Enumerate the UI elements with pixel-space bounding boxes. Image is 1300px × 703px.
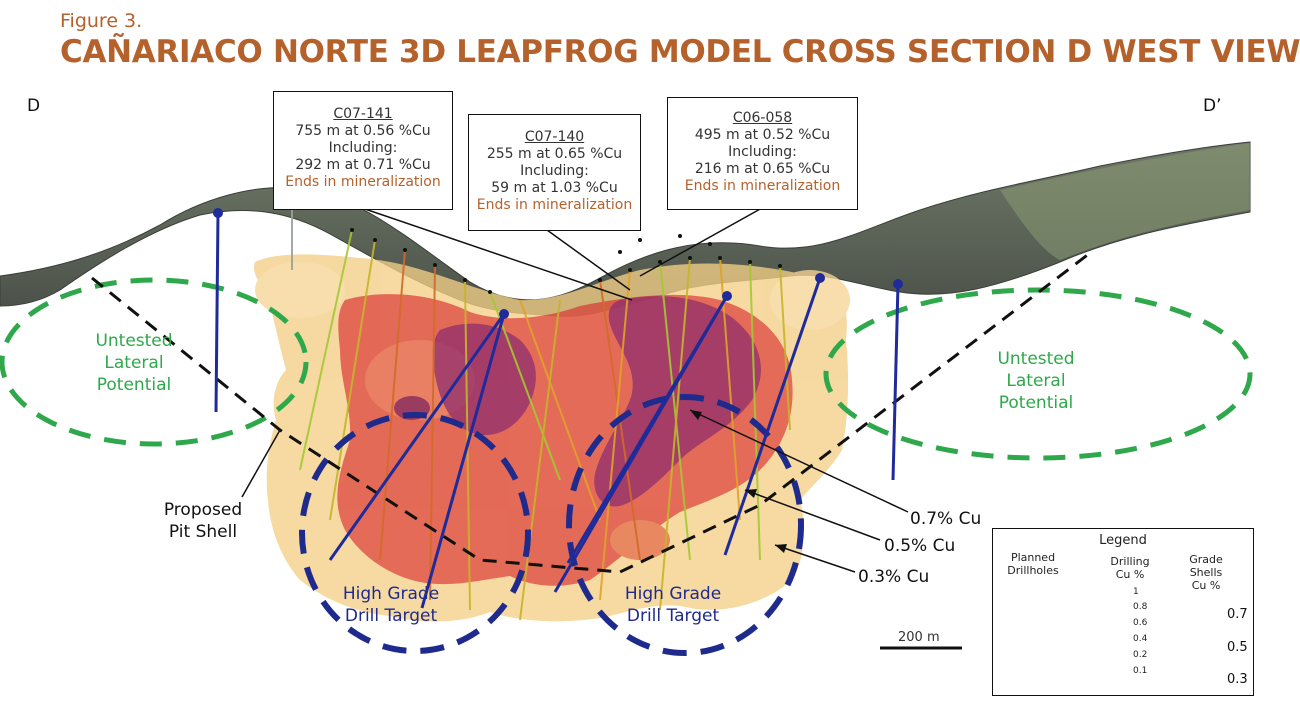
- terrain-highlight: [1000, 143, 1250, 260]
- target-right-ellipse: [566, 394, 804, 656]
- callout-line: 255 m at 0.65 %Cu: [486, 146, 623, 162]
- shell-leader-arrowheads: [690, 410, 787, 553]
- callout-line: 216 m at 0.65 %Cu: [694, 161, 831, 177]
- shell-05-lobe: [610, 520, 670, 560]
- untested-right-ellipse: [823, 287, 1253, 461]
- callout-line: 495 m at 0.52 %Cu: [694, 127, 831, 143]
- target-left-ellipse: [299, 412, 531, 654]
- callout-line: Including:: [328, 140, 398, 156]
- legend-tick: 0.8: [1133, 602, 1148, 612]
- pit-shell-label: Proposed Pit Shell: [163, 500, 243, 542]
- planned-drillholes: [214, 212, 900, 609]
- section-end-label: D’: [1203, 96, 1222, 116]
- legend-grade-header: Grade Shells Cu %: [1189, 553, 1223, 592]
- legend-tick: 0.2: [1133, 650, 1148, 660]
- callout-c06-058: C06-058 495 m at 0.52 %Cu Including: 216…: [667, 97, 858, 210]
- scale-bar-label: 200 m: [898, 630, 940, 645]
- shell-07-label: 0.7% Cu: [910, 509, 982, 529]
- shell-03-label: 0.3% Cu: [858, 567, 930, 587]
- legend-grade-value: 0.5: [1227, 640, 1248, 655]
- target-right-label: High Grade Drill Target: [624, 584, 722, 626]
- shell-03-lobe: [255, 262, 345, 318]
- terrain-surface: [0, 141, 1251, 317]
- callout-line: Including:: [728, 144, 797, 160]
- callout-c07-141: C07-141 755 m at 0.56 %Cu Including: 292…: [273, 91, 453, 210]
- drillhole-collars: [350, 228, 782, 294]
- figure-label: Figure 3.: [60, 10, 143, 32]
- callout-ends-note: Ends in mineralization: [476, 197, 633, 213]
- callout-line: 59 m at 1.03 %Cu: [491, 180, 618, 196]
- shell-03-lobe: [770, 270, 850, 330]
- shell-05-label: 0.5% Cu: [884, 536, 956, 556]
- callout-leaders: [361, 207, 763, 301]
- callout-line: 292 m at 0.71 %Cu: [295, 157, 431, 173]
- legend-tick: 0.6: [1133, 618, 1148, 628]
- legend: Legend Planned Drillholes Drilling Cu % …: [992, 528, 1254, 696]
- callout-c07-140: C07-140 255 m at 0.65 %Cu Including: 59 …: [468, 114, 641, 231]
- legend-planned-header: Planned Drillholes: [1007, 551, 1059, 577]
- untested-left-ellipse: [0, 277, 309, 447]
- callout-ends-note: Ends in mineralization: [285, 174, 441, 190]
- section-start-label: D: [27, 96, 41, 116]
- untested-left-label: Untested Lateral Potential: [95, 331, 173, 395]
- legend-grade-value: 0.7: [1227, 607, 1248, 622]
- legend-tick: 0.1: [1133, 666, 1148, 676]
- target-left-label: High Grade Drill Target: [342, 584, 440, 626]
- legend-tick: 1: [1133, 587, 1139, 597]
- legend-drilling-header: Drilling Cu %: [1110, 555, 1150, 581]
- legend-title: Legend: [1099, 533, 1147, 548]
- cross-section-model: [0, 141, 1253, 692]
- planned-drillhole-collars: [213, 208, 903, 319]
- callout-hole-id: C07-140: [524, 129, 585, 145]
- untested-right-label: Untested Lateral Potential: [997, 349, 1075, 413]
- callout-line: Including:: [520, 163, 589, 179]
- callout-line: 755 m at 0.56 %Cu: [295, 123, 431, 139]
- callout-hole-id: C07-141: [333, 106, 393, 122]
- shell-leaders: [241, 409, 909, 573]
- figure-title: CAÑARIACO NORTE 3D LEAPFROG MODEL CROSS …: [60, 34, 1300, 70]
- legend-tick: 0.4: [1133, 634, 1148, 644]
- legend-grade-value: 0.3: [1227, 672, 1248, 687]
- callout-ends-note: Ends in mineralization: [684, 178, 841, 194]
- callout-hole-id: C06-058: [732, 110, 793, 126]
